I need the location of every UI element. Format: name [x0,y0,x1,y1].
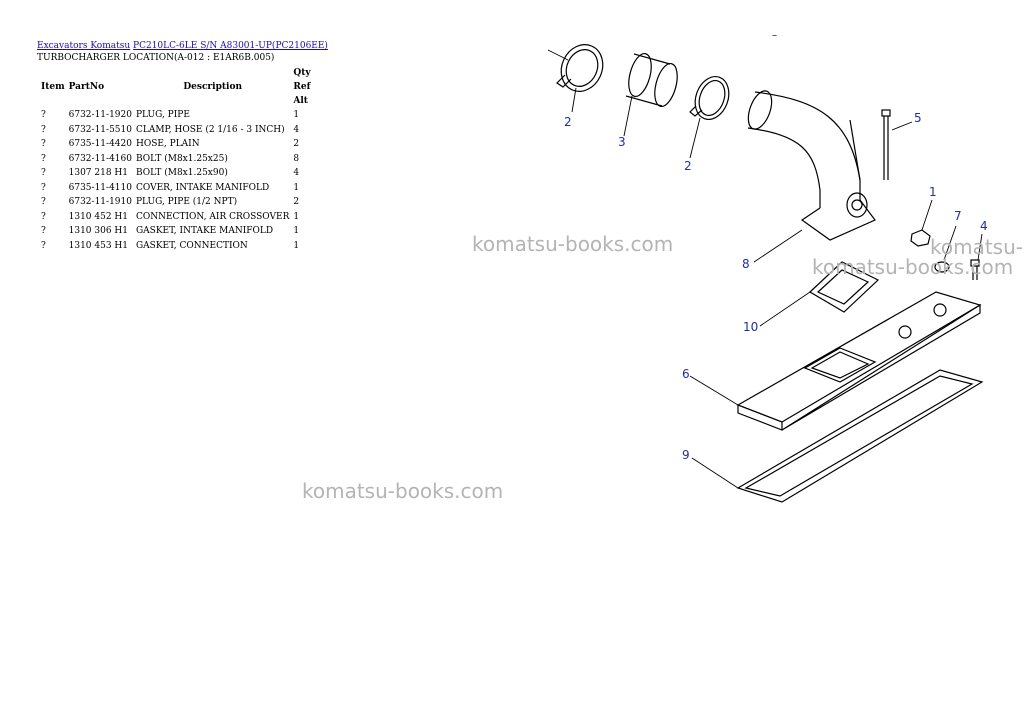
callout-6: 6 [682,367,690,381]
page-title: TURBOCHARGER LOCATION(A-012 : E1AR6B.005… [37,53,275,63]
callout-2: 2 [564,115,572,129]
breadcrumb-link-model[interactable]: PC210LC-6LE S/N A83001-UP(PC2106EE) [133,41,328,51]
column-header-item: Item [41,82,65,92]
callout-4: 4 [980,219,988,233]
cell-item: ? [41,226,46,236]
intake-manifold-cover [736,291,982,431]
cell-description: CLAMP, HOSE (2 1/16 - 3 INCH) [135,124,285,135]
corner-mark: – [772,30,777,41]
cell-partno: 6735-11-4420 [68,139,132,149]
cell-qty: 4 [293,168,300,178]
air-crossover-connection [747,90,876,241]
cell-partno: 1307 218 H1 [68,168,129,178]
column-header-description: Description [183,82,242,92]
parts-table: Item PartNo Description Qty Ref Alt ? 673… [37,66,313,253]
cell-partno: 6732-11-4160 [68,153,132,164]
cell-qty: 1 [293,226,300,236]
cell-qty: 2 [293,139,300,149]
cell-description: GASKET, CONNECTION [135,240,248,251]
cell-qty: 1 [293,182,300,193]
table-row: ? 1310 453 H1 GASKET, CONNECTION 1 [37,239,313,254]
cell-description: PLUG, PIPE [135,110,190,120]
watermark: komatsu-books.com [930,235,1024,259]
cell-item: ? [41,182,46,193]
table-row: ? 1307 218 H1 BOLT (M8x1.25x90) 4 [37,166,313,181]
cell-qty: 8 [293,153,300,164]
bolt-short [970,259,980,280]
breadcrumb: Excavators Komatsu PC210LC-6LE S/N A8300… [37,40,328,52]
cell-partno: 1310 306 H1 [68,226,129,236]
parts-diagram: 2 3 2 5 1 7 4 8 10 6 9 [547,44,988,503]
callout-2: 2 [684,159,692,173]
callout-1: 1 [929,185,937,199]
cell-qty: 2 [293,197,300,207]
cell-item: ? [41,197,46,207]
callout-8: 8 [742,257,750,271]
callout-3: 3 [618,135,626,149]
cell-description: COVER, INTAKE MANIFOLD [135,182,270,193]
hose-clamp-left [556,44,604,92]
column-header-qty: Qty [293,68,311,78]
cell-partno: 6732-11-1920 [68,110,132,120]
column-header-qty-ref-alt: Qty Ref Alt [291,66,312,108]
cell-qty: 4 [293,124,300,135]
connection-gasket [809,261,880,313]
leader-lines [571,87,983,489]
cell-description: CONNECTION, AIR CROSSOVER [135,211,290,222]
small-plug [934,261,950,273]
callout-9: 9 [682,448,690,462]
cell-qty: 1 [293,240,300,251]
column-header-alt: Alt [293,96,308,106]
cell-qty: 1 [293,211,300,222]
cell-item: ? [41,211,46,222]
column-header-partno: PartNo [68,82,105,92]
breadcrumb-link-excavators[interactable]: Excavators Komatsu [37,41,131,51]
table-row: ? 1310 306 H1 GASKET, INTAKE MANIFOLD 1 [37,224,313,239]
cell-item: ? [41,240,46,251]
cell-item: ? [41,124,46,135]
cell-description: HOSE, PLAIN [135,139,200,149]
pipe-plug [910,229,931,247]
cell-item: ? [41,168,46,178]
callout-7: 7 [954,209,962,223]
watermark: komatsu-books.com [302,479,504,503]
cell-item: ? [41,110,46,120]
cell-qty: 1 [293,110,300,120]
cell-description: GASKET, INTAKE MANIFOLD [135,226,274,236]
intake-manifold-gasket [736,369,984,503]
cell-item: ? [41,153,46,164]
cell-partno: 6732-11-1910 [68,197,132,207]
column-header-ref: Ref [293,82,311,92]
cell-partno: 1310 452 H1 [68,211,129,222]
bolt-long [881,109,891,180]
hose-clamp-right [689,76,730,120]
cell-item: ? [41,139,46,149]
cell-partno: 1310 453 H1 [68,240,129,251]
watermark: komatsu-books.com [472,232,674,256]
table-header-row: Item PartNo Description Qty Ref Alt [37,66,313,108]
cell-partno: 6732-11-5510 [68,124,132,135]
cell-partno: 6735-11-4110 [68,182,132,193]
hose-plain [625,52,678,108]
callout-10: 10 [743,320,758,334]
callout-5: 5 [914,111,922,125]
cell-description: PLUG, PIPE (1/2 NPT) [135,197,238,207]
watermark: komatsu-books.com [812,255,1014,279]
cell-description: BOLT (M8x1.25x90) [135,168,228,178]
callouts: 2 3 2 5 1 7 4 8 10 6 9 [564,111,988,462]
cell-description: BOLT (M8x1.25x25) [135,153,228,164]
